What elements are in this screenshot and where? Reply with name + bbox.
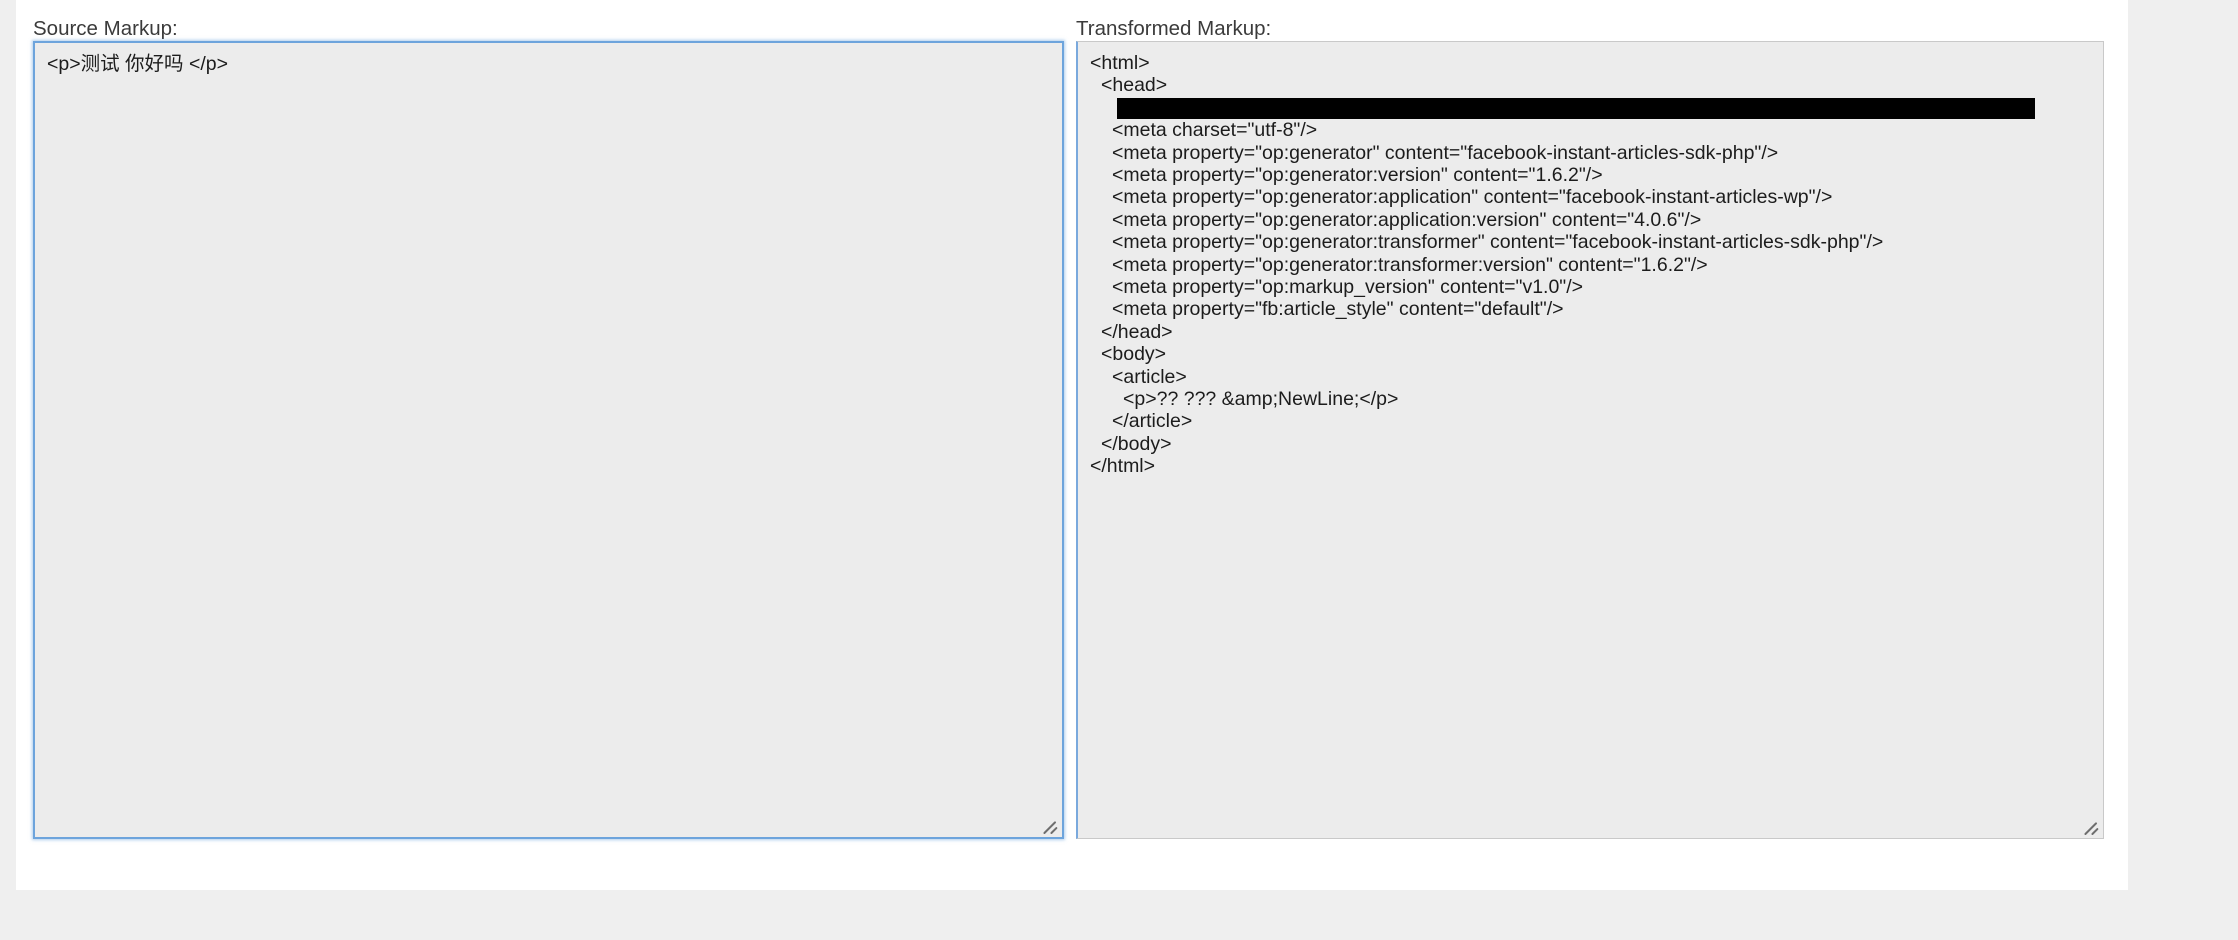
code-line: </body> [1101,432,1172,455]
code-line: <meta property="op:generator:application… [1112,186,1833,209]
redacted-code-line [1090,97,2091,119]
code-line: <p>?? ??? &amp;NewLine;</p> [1123,388,1399,411]
transformed-markup-label: Transformed Markup: [1076,17,1272,40]
resize-grip-icon[interactable] [1043,818,1059,835]
redaction-bar [1117,97,2035,119]
code-line: </head> [1101,320,1173,343]
source-markup-textarea[interactable]: <p>测试 你好吗 </p> [33,41,1064,839]
code-line: <meta property="op:generator" content="f… [1112,141,1779,164]
code-line: <meta property="fb:article_style" conten… [1112,298,1564,321]
code-line: <meta property="op:generator:transformer… [1112,231,1884,254]
source-markup-value: <p>测试 你好吗 </p> [47,53,228,75]
transformed-markup-textarea[interactable]: <html><head><meta charset="utf-8"/><meta… [1076,41,2104,839]
source-markup-label: Source Markup: [33,17,178,40]
code-line: <html> [1090,52,1150,74]
code-line: <meta property="op:generator:version" co… [1112,164,1603,187]
code-line: </html> [1090,455,1156,478]
code-line: <head> [1101,74,1168,97]
page-card: Source Markup: <p>测试 你好吗 </p> Transforme… [16,0,2128,890]
resize-grip-icon[interactable] [2084,819,2100,836]
code-line: </article> [1112,410,1193,433]
code-line: <article> [1112,365,1187,388]
code-line: <meta property="op:markup_version" conte… [1112,276,1584,299]
code-line: <body> [1101,343,1167,366]
transformed-markup-code: <html><head><meta charset="utf-8"/><meta… [1090,52,2091,478]
code-line: <meta property="op:generator:transformer… [1112,253,1708,276]
code-line: <meta charset="utf-8"/> [1112,119,1318,142]
code-line: <meta property="op:generator:application… [1112,208,1702,231]
